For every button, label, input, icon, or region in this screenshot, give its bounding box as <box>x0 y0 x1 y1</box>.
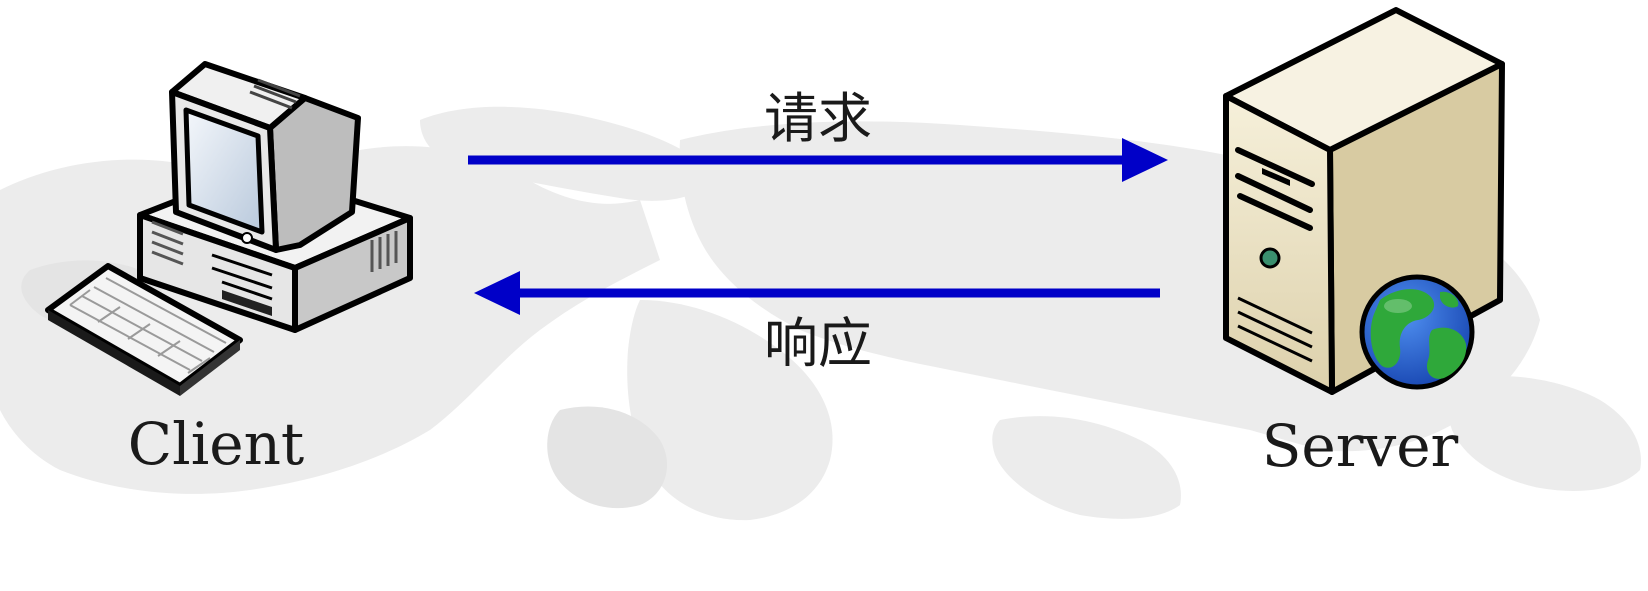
client-label: Client <box>128 410 304 478</box>
response-label: 响应 <box>764 312 872 375</box>
server-tower-globe-icon <box>1223 7 1505 395</box>
request-label: 请求 <box>764 87 872 150</box>
request-arrow <box>468 138 1168 182</box>
server-label: Server <box>1262 412 1459 480</box>
response-arrow <box>474 271 1160 315</box>
desktop-computer-icon <box>45 61 413 396</box>
